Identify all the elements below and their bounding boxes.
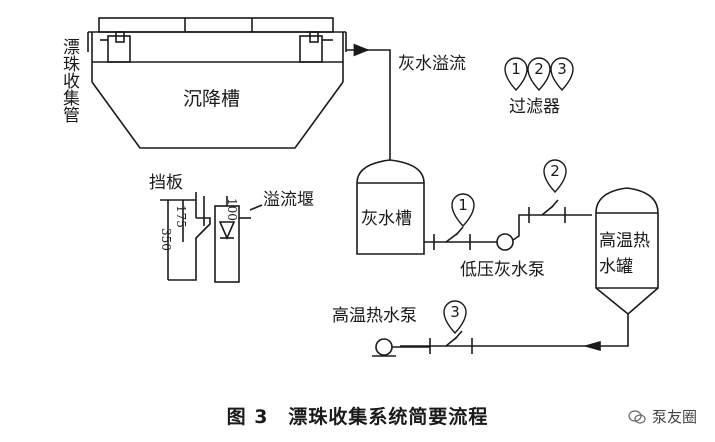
filter-marker-2 [543, 159, 567, 194]
ash-water-tank-shape [356, 159, 425, 255]
watermark: 泵友圈 [628, 406, 697, 427]
low-pressure-pump-label: 低压灰水泵 [460, 260, 545, 280]
dim-350: 350 [159, 228, 173, 251]
filter-marker-3-num: 3 [450, 303, 460, 321]
legend-marker-1 [504, 57, 528, 92]
return-line [372, 314, 629, 357]
dim-100: 100 [225, 198, 239, 221]
dim-175: 175 [174, 205, 188, 228]
settling-tank-label: 沉降槽 [183, 88, 241, 110]
overflow-pipe [346, 43, 391, 160]
feed-line [424, 199, 592, 251]
hot-water-tank-label: 高温热水罐 [599, 231, 650, 277]
filter-marker-3 [443, 300, 467, 335]
watermark-text: 泵友圈 [651, 408, 697, 426]
legend-marker-2 [527, 57, 551, 92]
filter-marker-group [443, 57, 574, 335]
filters-label: 过滤器 [509, 97, 560, 117]
figure-caption: 图 3 漂珠收集系统简要流程 [226, 406, 489, 428]
overflow-label: 灰水溢流 [398, 54, 466, 74]
legend-num-1: 1 [511, 60, 521, 78]
filter-marker-1 [451, 193, 475, 228]
weir-label: 溢流堰 [263, 190, 314, 210]
wechat-icon [628, 409, 646, 424]
legend-marker-3 [550, 57, 574, 92]
collector-pipe-label: 漂珠收集管 [59, 38, 79, 123]
weir-detail [160, 192, 263, 283]
hot-water-tank-shape [595, 187, 659, 316]
legend-num-2: 2 [534, 60, 544, 78]
settling-tank [87, 17, 347, 149]
baffle-label: 挡板 [149, 173, 183, 193]
legend-num-3: 3 [557, 60, 567, 78]
ash-water-tank-label: 灰水槽 [361, 209, 412, 229]
filter-marker-2-num: 2 [550, 162, 560, 180]
hot-water-pump-label: 高温热水泵 [332, 306, 417, 326]
filter-marker-1-num: 1 [458, 196, 468, 214]
